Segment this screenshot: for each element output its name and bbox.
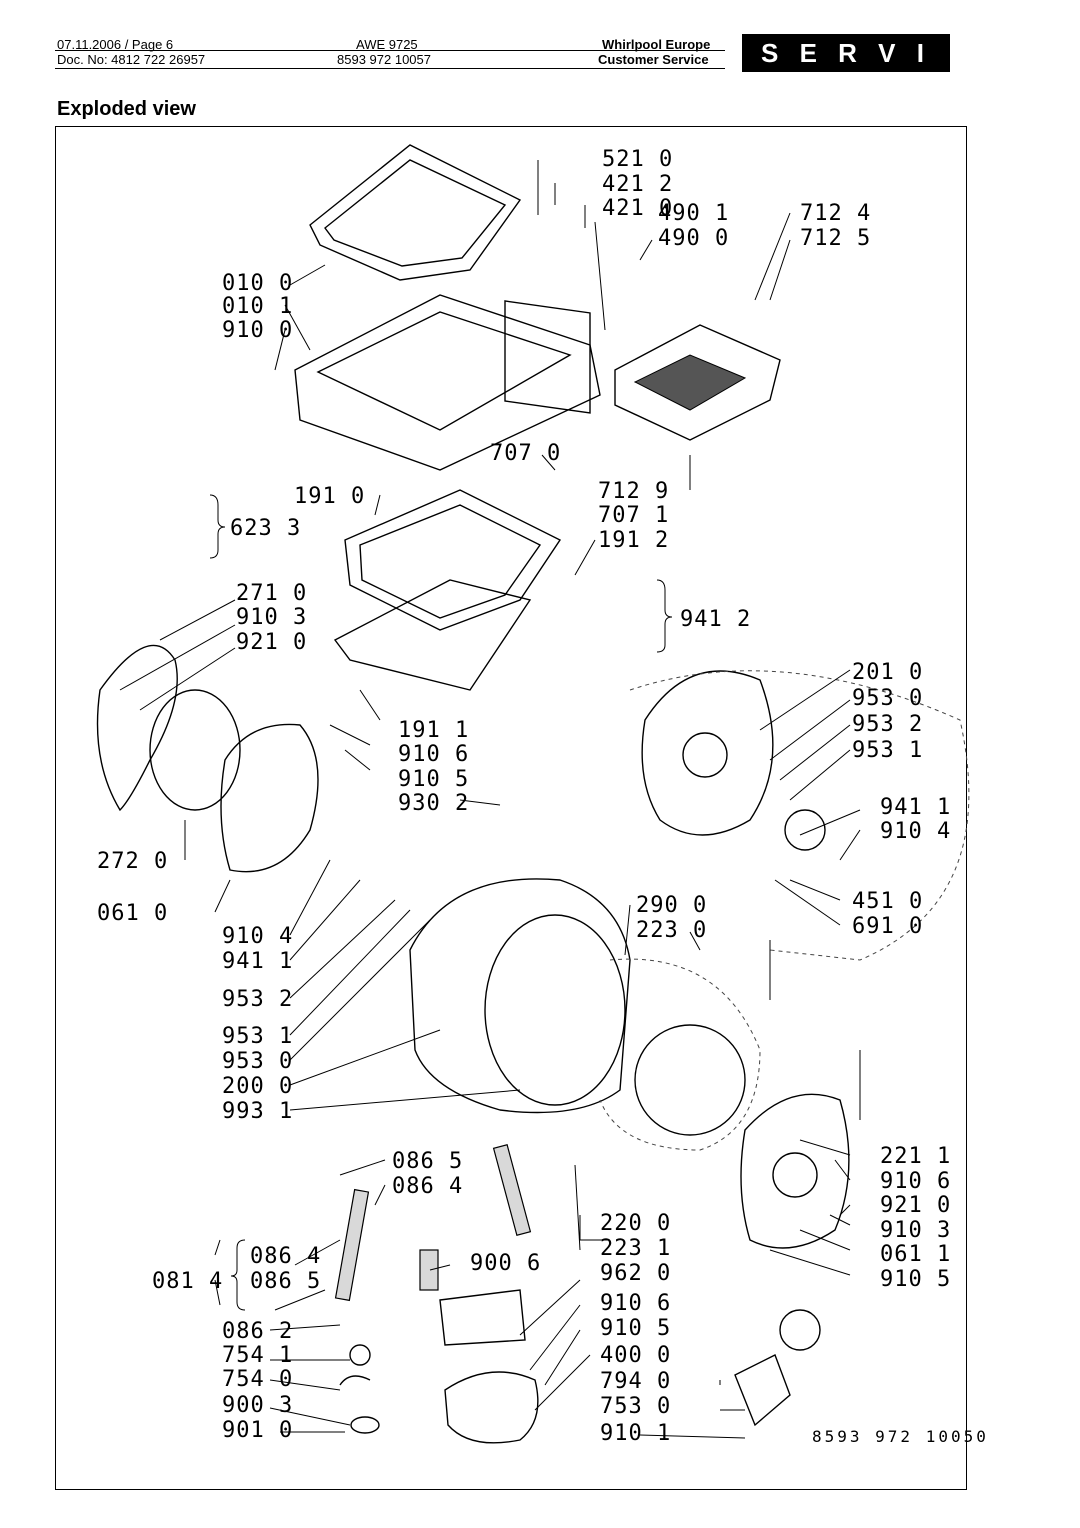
label-2720: 272 0 bbox=[97, 849, 168, 874]
catalog-number: 8593 972 10050 bbox=[812, 1427, 989, 1446]
label-4510: 451 0 bbox=[852, 889, 923, 914]
label-0864-b: 086 4 bbox=[250, 1244, 321, 1269]
pump-part bbox=[439, 1289, 539, 1444]
label-2000: 200 0 bbox=[222, 1074, 293, 1099]
label-2211: 221 1 bbox=[880, 1144, 951, 1169]
label-4900: 490 0 bbox=[658, 226, 729, 251]
label-7070: 707 0 bbox=[490, 441, 561, 466]
label-2900: 290 0 bbox=[636, 893, 707, 918]
label-4212: 421 2 bbox=[602, 172, 673, 197]
label-0610: 061 0 bbox=[97, 901, 168, 926]
label-1912: 191 2 bbox=[598, 528, 669, 553]
braces bbox=[209, 494, 673, 1311]
misc-part bbox=[339, 1249, 439, 1434]
label-9006: 900 6 bbox=[470, 1251, 541, 1276]
label-7540: 754 0 bbox=[222, 1367, 293, 1392]
dispenser-part bbox=[614, 324, 781, 441]
label-4901: 490 1 bbox=[658, 201, 729, 226]
label-9531: 953 1 bbox=[852, 738, 923, 763]
header-company: Whirlpool Europe bbox=[602, 37, 711, 52]
label-7124: 712 4 bbox=[800, 201, 871, 226]
label-9104-b: 910 4 bbox=[222, 924, 293, 949]
top-lid-part bbox=[309, 144, 522, 281]
label-6910: 691 0 bbox=[852, 914, 923, 939]
label-7129: 712 9 bbox=[598, 479, 669, 504]
label-7541: 754 1 bbox=[222, 1343, 293, 1368]
label-9103: 910 3 bbox=[236, 605, 307, 630]
label-9105-b: 910 5 bbox=[880, 1267, 951, 1292]
label-9106-b: 910 6 bbox=[880, 1169, 951, 1194]
label-0865-b: 086 5 bbox=[250, 1269, 321, 1294]
header-date-page: 07.11.2006 / Page 6 bbox=[57, 37, 174, 52]
label-9103-b: 910 3 bbox=[880, 1218, 951, 1243]
label-9106-c: 910 6 bbox=[600, 1291, 671, 1316]
label-1910: 191 0 bbox=[294, 484, 365, 509]
label-9412: 941 2 bbox=[680, 607, 751, 632]
label-4210: 421 0 bbox=[602, 196, 673, 221]
label-0611: 061 1 bbox=[880, 1242, 951, 1267]
label-9411-b: 941 1 bbox=[222, 949, 293, 974]
label-6233: 623 3 bbox=[230, 516, 301, 541]
label-2710: 271 0 bbox=[236, 581, 307, 606]
label-0862: 086 2 bbox=[222, 1319, 293, 1344]
side-panel-part bbox=[96, 644, 319, 873]
label-2200: 220 0 bbox=[600, 1211, 671, 1236]
label-9105-c: 910 5 bbox=[600, 1316, 671, 1341]
tub-front-part bbox=[740, 1093, 850, 1249]
label-4000: 400 0 bbox=[600, 1343, 671, 1368]
leader-lines bbox=[119, 160, 861, 1439]
header-rule-bottom bbox=[55, 68, 725, 69]
label-0101: 010 1 bbox=[222, 294, 293, 319]
label-9530-b: 953 0 bbox=[222, 1049, 293, 1074]
lid-bezel-part bbox=[333, 489, 562, 691]
label-9302: 930 2 bbox=[398, 791, 469, 816]
label-0865: 086 5 bbox=[392, 1149, 463, 1174]
tub-rear-part bbox=[629, 670, 970, 961]
label-2230: 223 0 bbox=[636, 918, 707, 943]
label-5210: 521 0 bbox=[602, 147, 673, 172]
header-department: Customer Service bbox=[598, 52, 709, 67]
shock-absorber-part bbox=[334, 1143, 532, 1302]
label-2231: 223 1 bbox=[600, 1236, 671, 1261]
label-7940: 794 0 bbox=[600, 1369, 671, 1394]
label-9106: 910 6 bbox=[398, 742, 469, 767]
worktop-part bbox=[294, 294, 601, 471]
label-9003: 900 3 bbox=[222, 1393, 293, 1418]
part-labels: 521 0 421 2 421 0 490 1 490 0 712 4 712 … bbox=[97, 147, 989, 1446]
diagram-frame bbox=[55, 126, 967, 1490]
label-9105: 910 5 bbox=[398, 767, 469, 792]
label-0814: 081 4 bbox=[152, 1269, 223, 1294]
label-9411: 941 1 bbox=[880, 795, 951, 820]
label-9531-b: 953 1 bbox=[222, 1024, 293, 1049]
label-9532: 953 2 bbox=[852, 712, 923, 737]
label-9210-b: 921 0 bbox=[880, 1193, 951, 1218]
header-model-code: 8593 972 10057 bbox=[337, 52, 431, 67]
label-2010: 201 0 bbox=[852, 660, 923, 685]
label-9210: 921 0 bbox=[236, 630, 307, 655]
header-rule-top bbox=[55, 50, 725, 51]
label-9010: 901 0 bbox=[222, 1418, 293, 1443]
module-part bbox=[734, 1309, 821, 1427]
label-7125: 712 5 bbox=[800, 226, 871, 251]
label-1911: 191 1 bbox=[398, 718, 469, 743]
header-model: AWE 9725 bbox=[356, 37, 418, 52]
header-doc-no: Doc. No: 4812 722 26957 bbox=[57, 52, 206, 67]
label-9101: 910 1 bbox=[600, 1421, 671, 1446]
label-0864: 086 4 bbox=[392, 1174, 463, 1199]
label-9532-b: 953 2 bbox=[222, 987, 293, 1012]
service-badge: S E R V I C E bbox=[742, 34, 950, 106]
page-title: Exploded view bbox=[57, 98, 196, 120]
label-7530: 753 0 bbox=[600, 1394, 671, 1419]
label-7071: 707 1 bbox=[598, 503, 669, 528]
label-9931: 993 1 bbox=[222, 1099, 293, 1124]
label-0100: 010 0 bbox=[222, 271, 293, 296]
label-9620: 962 0 bbox=[600, 1261, 671, 1286]
label-9530: 953 0 bbox=[852, 686, 923, 711]
label-9104: 910 4 bbox=[880, 819, 951, 844]
label-9100: 910 0 bbox=[222, 318, 293, 343]
main-tub-part bbox=[409, 878, 761, 1151]
